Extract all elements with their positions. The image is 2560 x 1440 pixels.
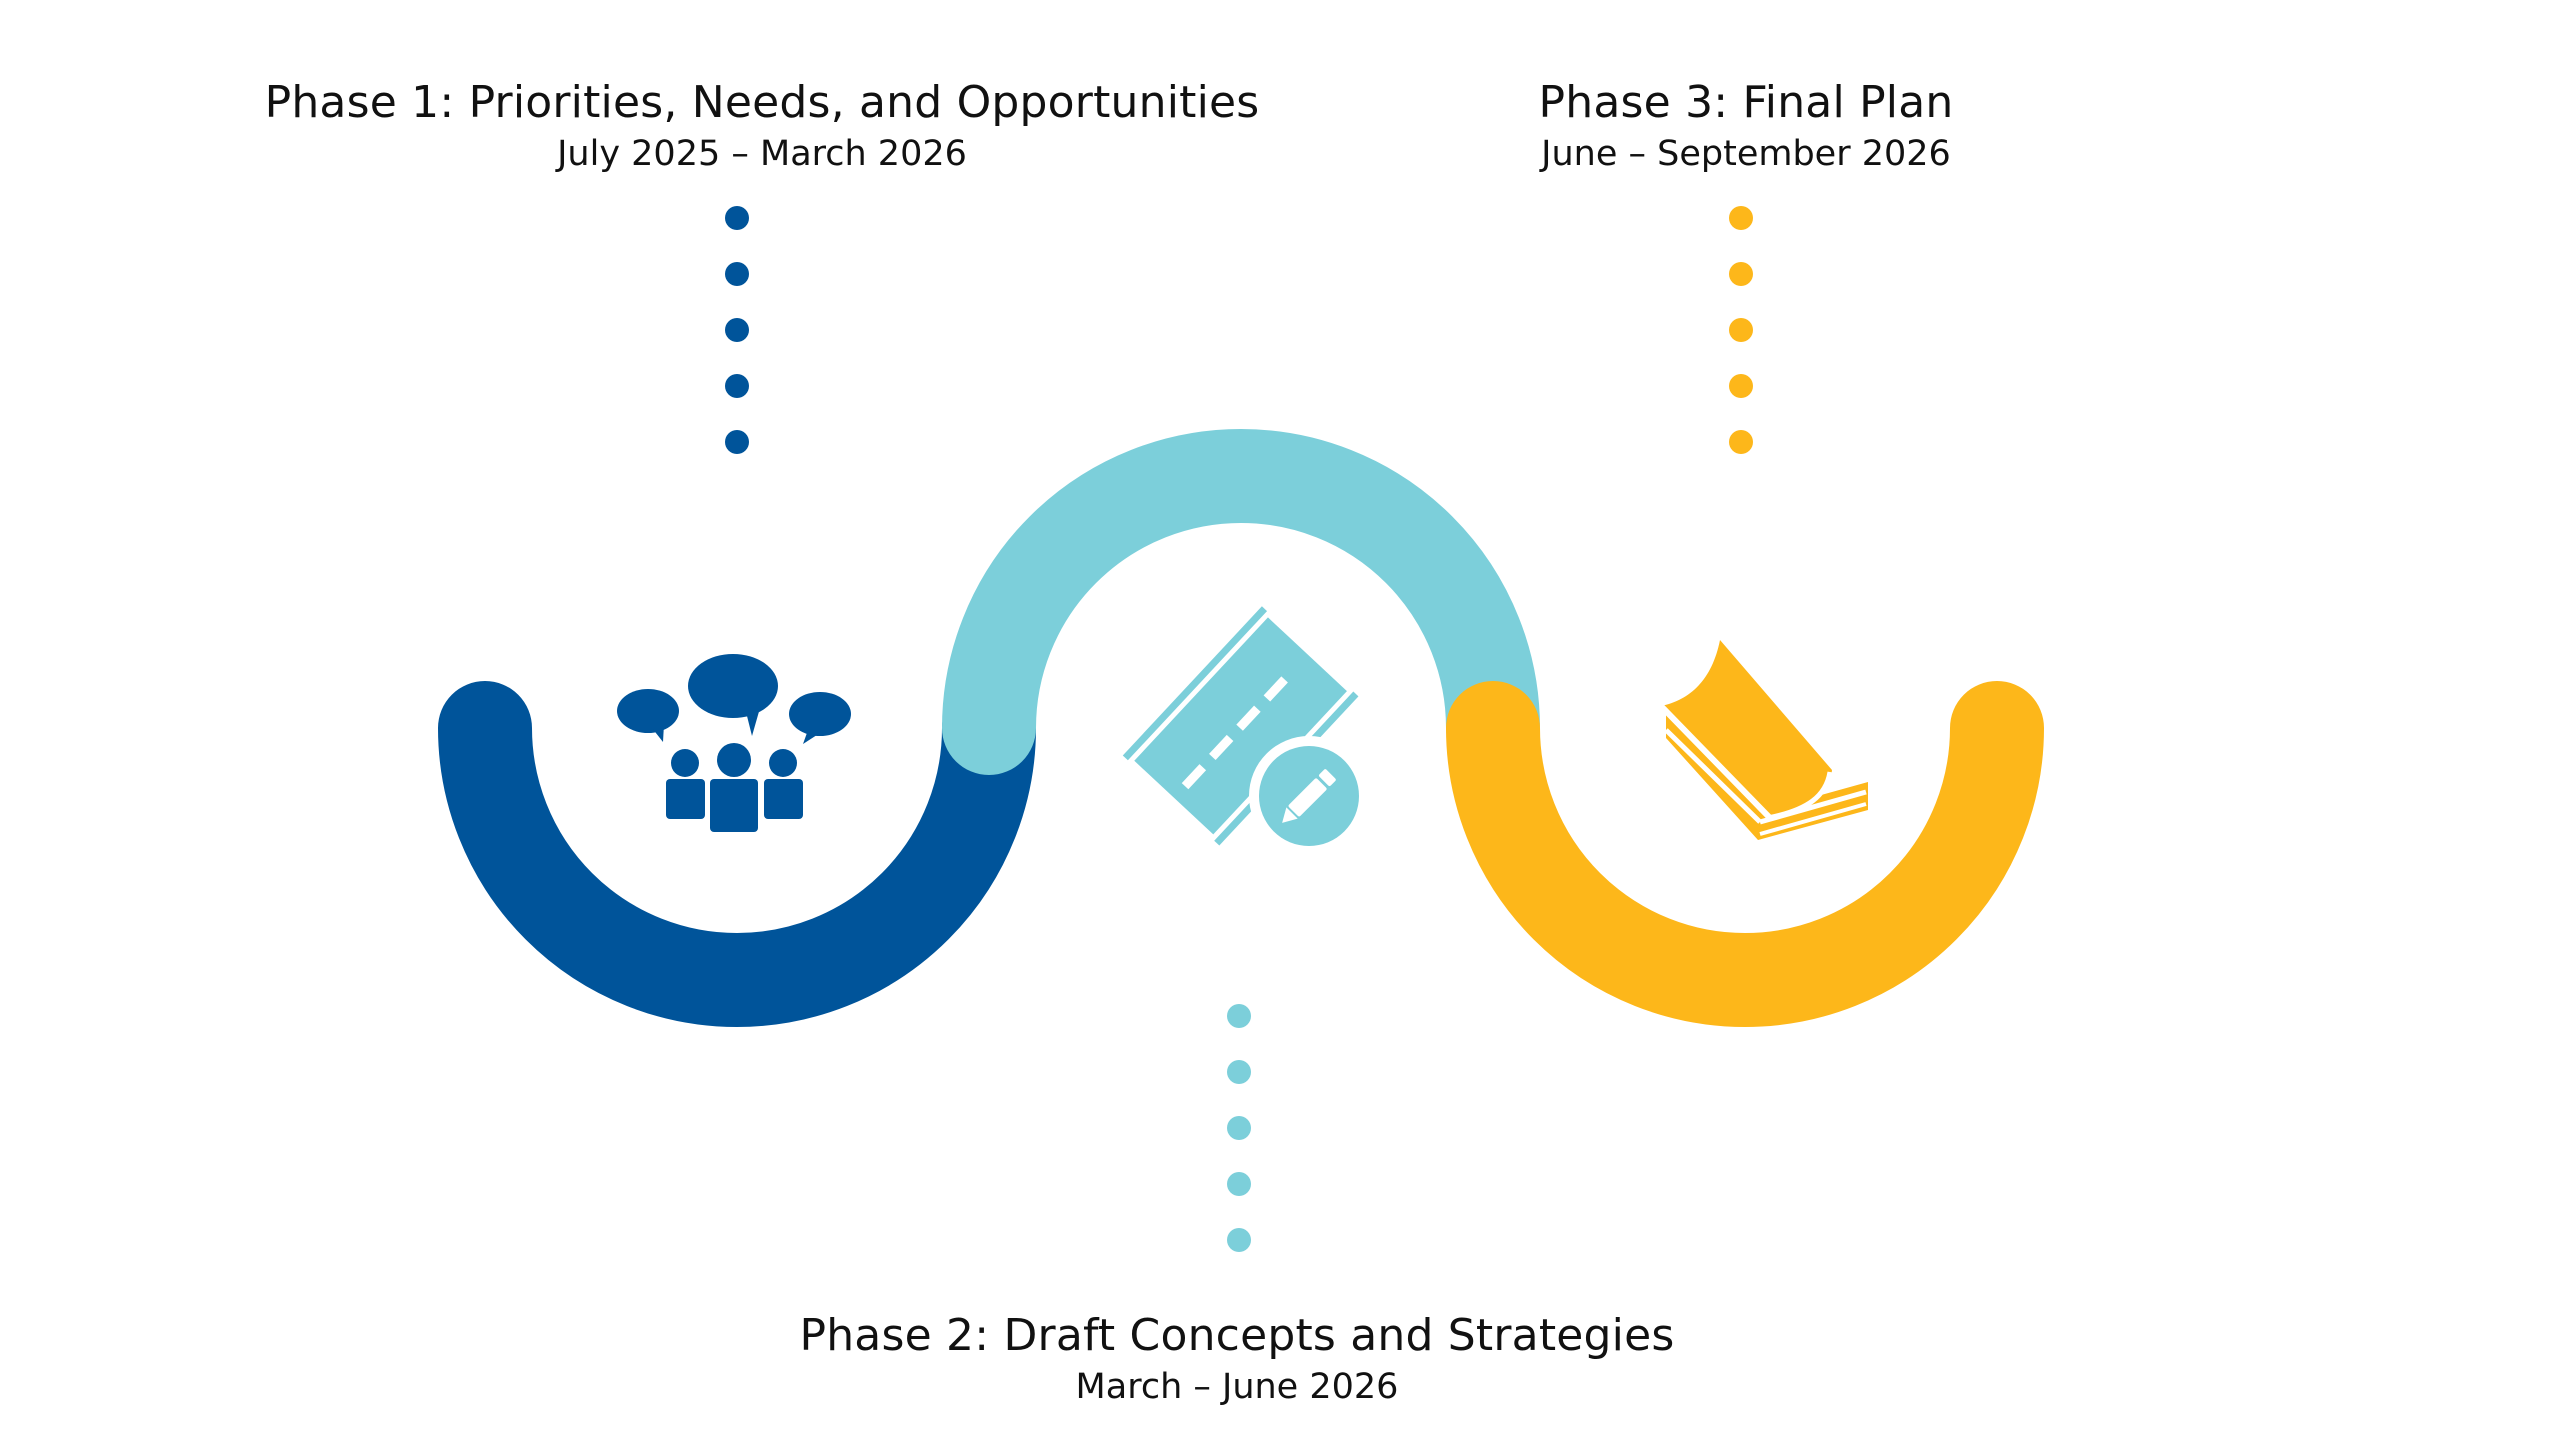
book-icon [1658,640,1868,840]
phase-3-dotted-connector [1729,206,1753,454]
people-discussion-icon [617,654,851,832]
phase-1-label: Phase 1: Priorities, Needs, and Opportun… [265,75,1260,177]
phase-2-dates: March – June 2026 [1075,1367,1399,1407]
phase-1-arc [438,681,1036,1027]
road-plan-edit-icon [1122,606,1369,856]
phase-2-label: Phase 2: Draft Concepts and Strategies M… [799,1308,1674,1410]
phase-1-dates: July 2025 – March 2026 [557,134,967,174]
phase-2-title: Phase 2: Draft Concepts and Strategies [799,1310,1675,1361]
phase-3-title: Phase 3: Final Plan [1538,77,1954,128]
phase-1-title: Phase 1: Priorities, Needs, and Opportun… [264,77,1260,128]
phase-2-arc [942,429,1540,775]
phase-1-dotted-connector [725,206,749,454]
phase-3-label: Phase 3: Final Plan June – September 202… [1539,75,1954,177]
phase-3-dates: June – September 2026 [1541,134,1951,174]
phase-2-dotted-connector [1227,1004,1251,1252]
phase-3-arc [1446,681,2044,1027]
